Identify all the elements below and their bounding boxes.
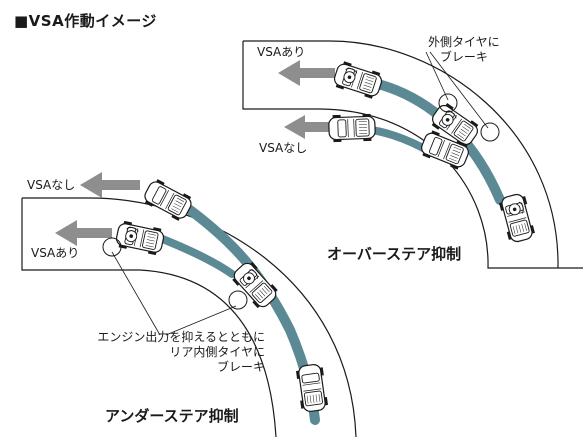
understeer-brake-marker-1 [102,237,122,257]
arrow-oversteer-vsa-on [278,60,335,86]
understeer-label-with-vsa: VSAあり [31,246,80,260]
oversteer-car-exit [498,192,536,243]
oversteer-brake-marker-1 [438,93,458,113]
understeer-panel-frame [21,197,357,437]
understeer-label-without-vsa: VSAなし [27,178,76,192]
oversteer-callout-line-2-text: ブレーキ [439,50,488,64]
oversteer-brake-marker-2 [480,122,500,142]
understeer-callout-line-2-text: リア内側タイヤに [169,345,265,359]
understeer-callout-line-1-text: エンジン出力を抑えるとともに [97,330,265,344]
oversteer-callout-line-1-text: 外側タイヤに [428,35,500,49]
understeer-callout: エンジン出力を抑えるとともに リア内側タイヤに ブレーキ [53,330,265,375]
diagram-title: ■VSA作動イメージ [14,12,157,30]
understeer-callout-line-2 [165,305,237,336]
oversteer-label-with-vsa: VSAあり [257,45,306,59]
understeer-teal-path [185,205,320,425]
oversteer-label-without-vsa: VSAなし [259,141,308,155]
arrow-oversteer-vsa-off [284,115,335,139]
understeer-car-exit [294,362,330,414]
arrow-understeer-vsa-off [80,172,140,198]
oversteer-heading: オーバーステア抑制 [327,245,462,263]
understeer-brake-marker-2 [228,290,248,310]
understeer-teal-path-inner [156,234,236,278]
understeer-callout-line [111,251,161,336]
understeer-heading: アンダーステア抑制 [105,407,239,425]
oversteer-car-top [332,60,384,100]
oversteer-callout-line [425,51,449,101]
oversteer-car-mid [327,113,377,143]
arrow-understeer-vsa-on [55,220,112,246]
oversteer-callout-line-2 [429,51,489,129]
understeer-car-mid [115,220,166,256]
understeer-callout-line-3-text: ブレーキ [216,360,265,374]
understeer-car-top [140,176,196,224]
oversteer-callout: 外側タイヤに ブレーキ [428,35,500,65]
